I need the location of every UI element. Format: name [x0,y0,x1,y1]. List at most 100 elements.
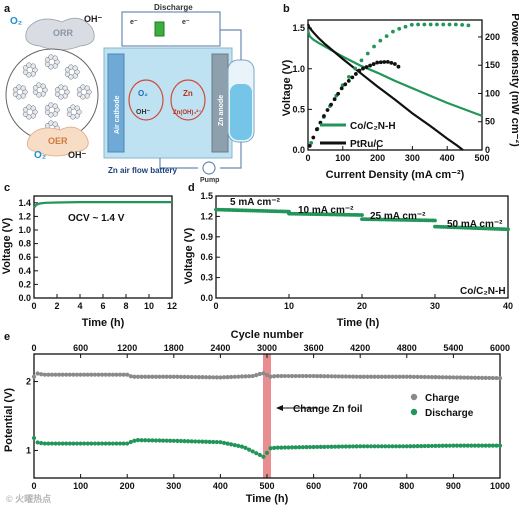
discharge-point [487,443,492,448]
charge-point [171,374,176,379]
power-density-point [384,34,389,39]
discharge-point [196,439,201,444]
catalyst-particle [20,93,26,99]
chart-e-annotation: Change Zn foil [293,404,363,415]
charge-point [42,372,47,377]
x-tick-label: 300 [166,481,181,491]
chart-e-series [31,371,503,459]
discharge-point [436,443,442,448]
catalyst-particle [30,71,36,77]
charge-point [246,374,252,379]
discharge-point [107,441,112,446]
charge-point [153,374,158,379]
charge-point [307,373,313,379]
discharge-point [401,444,406,449]
power-density-point [357,68,362,73]
charge-point [211,375,216,380]
charge-point [264,372,270,378]
x-tick-label: 1000 [490,481,510,491]
discharge-point [257,452,262,458]
discharge-point [275,445,280,450]
charge-point [31,374,37,379]
discharge-point [261,454,266,459]
x2-tick-label: 5400 [443,343,463,353]
charge-point [110,372,115,377]
charge-point [182,374,187,379]
discharge-point [42,441,47,446]
rate-voltage-point [360,213,364,217]
discharge-point [103,441,108,446]
pump-label: Pump [200,177,219,184]
charge-point [139,374,144,379]
x-tick-label: 900 [446,481,461,491]
discharge-point [272,445,277,451]
discharge-point [404,444,409,449]
chart-d-ylabel: Voltage (V) [183,227,195,284]
discharge-point [386,444,391,449]
catalyst-particle [30,63,36,69]
power-density-point [361,66,365,71]
discharge-point [297,445,302,450]
discharge-point [128,439,133,445]
air-cathode-plate [107,53,125,153]
catalyst-particle [40,91,46,97]
discharge-point [239,444,245,449]
charge-point [476,375,481,380]
catalyst-particle [74,105,80,111]
discharge-point [121,441,126,446]
charge-point [401,374,406,379]
power-density-point [385,59,390,64]
discharge-point [39,441,44,446]
power-density-point [307,143,312,148]
catalyst-particle [64,71,71,77]
discharge-point [250,449,255,454]
zn-anode-label: Zn anode [218,95,225,126]
catalyst-particle [22,69,29,75]
charge-point [157,374,162,379]
discharge-point [279,445,284,450]
chart-b-ylabel: Voltage (V) [281,59,293,116]
power-density-point [428,22,433,27]
catalyst-particle [22,65,29,71]
power-density-point [453,22,458,27]
charge-point [390,374,395,379]
power-density-point [382,60,387,64]
charge-point [121,372,126,377]
x-tick-label: 6 [100,301,105,311]
charge-point [336,374,341,379]
legend-discharge: Discharge [425,408,474,419]
discharge-point [203,439,209,444]
charge-point [186,374,191,380]
power-density-point [441,22,446,27]
catalyst-particle [20,85,26,91]
charge-point [261,371,266,376]
charge-point [214,375,219,380]
charge-point [447,375,452,380]
charge-point [225,375,230,380]
y2-tick-label: 100 [485,88,500,98]
discharge-point [139,438,144,443]
charge-point [343,374,348,379]
charge-point [125,372,130,377]
power-density-point [311,135,316,140]
discharge-point [325,444,331,449]
discharge-point [479,443,485,448]
rate-voltage-point [433,218,437,223]
catalyst-particle [70,114,76,120]
charge-point [193,374,198,380]
x-tick-label: 500 [474,153,489,163]
y-tick-label: 1.2 [18,211,31,221]
x-tick-label: 10 [284,301,294,311]
y-tick-label: 1.0 [18,225,31,235]
discharge-point [125,441,130,446]
power-density-point [353,66,358,71]
x2-tick-label: 6000 [490,343,510,353]
power-density-point [339,86,344,91]
discharge-point [429,443,434,449]
catalyst-particle [32,85,39,91]
discharge-point [153,438,158,443]
discharge-point [422,443,427,449]
power-density-point [372,44,376,49]
chart-e-xlabel: Time (h) [246,493,289,505]
